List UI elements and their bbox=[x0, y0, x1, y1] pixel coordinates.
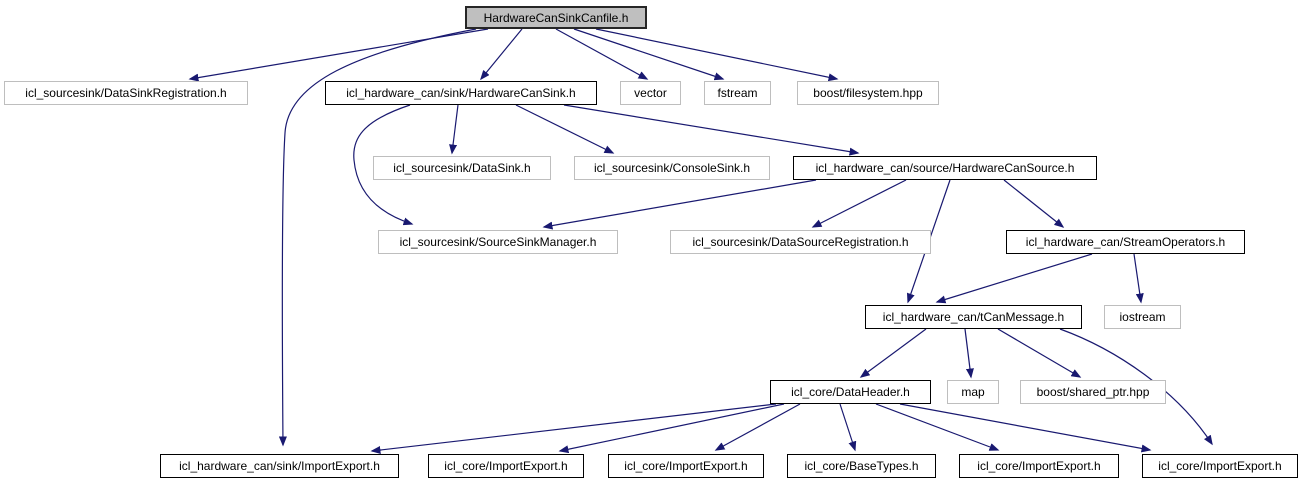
node-label: icl_core/DataHeader.h bbox=[791, 385, 910, 399]
node-dataheader[interactable]: icl_core/DataHeader.h bbox=[770, 380, 931, 404]
edge-tcanmessage-to-boost-shared-ptr bbox=[997, 328, 1082, 378]
edge-hardwarecansinkcanfile-to-vector bbox=[555, 28, 649, 80]
node-label: icl_core/ImportExport.h bbox=[624, 459, 748, 473]
edge-hardwarecansource-to-sourcesinkmanager bbox=[542, 179, 817, 230]
node-label: fstream bbox=[717, 86, 758, 100]
node-label: icl_sourcesink/DataSourceRegistration.h bbox=[692, 235, 909, 249]
node-label: vector bbox=[634, 86, 667, 100]
edge-hardwarecansinkcanfile-to-boost-filesystem bbox=[595, 28, 839, 82]
node-sourcesinkmanager: icl_sourcesink/SourceSinkManager.h bbox=[378, 230, 618, 254]
node-iostream: iostream bbox=[1104, 305, 1181, 329]
node-hardwarecansource[interactable]: icl_hardware_can/source/HardwareCanSourc… bbox=[793, 156, 1097, 180]
node-streamoperators[interactable]: icl_hardware_can/StreamOperators.h bbox=[1006, 230, 1245, 254]
edge-hardwarecansource-to-datasourceregistration bbox=[811, 179, 907, 228]
edge-dataheader-to-core-importexport-4 bbox=[899, 403, 1152, 453]
node-label: icl_core/ImportExport.h bbox=[977, 459, 1101, 473]
node-datasink: icl_sourcesink/DataSink.h bbox=[373, 156, 551, 180]
node-boost-shared-ptr: boost/shared_ptr.hpp bbox=[1020, 380, 1166, 404]
node-label: icl_core/ImportExport.h bbox=[1158, 459, 1282, 473]
node-fstream: fstream bbox=[704, 81, 771, 105]
node-hardwarecansink[interactable]: icl_hardware_can/sink/HardwareCanSink.h bbox=[325, 81, 597, 105]
edge-hardwarecansource-to-streamoperators bbox=[1003, 179, 1065, 228]
node-label: iostream bbox=[1119, 310, 1166, 324]
edge-streamoperators-to-tcanmessage bbox=[935, 253, 1093, 304]
edge-hardwarecansinkcanfile-to-fstream bbox=[573, 28, 725, 81]
node-label: HardwareCanSinkCanfile.h bbox=[483, 10, 629, 25]
node-label: icl_hardware_can/sink/HardwareCanSink.h bbox=[346, 86, 576, 100]
node-label: icl_sourcesink/SourceSinkManager.h bbox=[399, 235, 597, 249]
node-core-importexport-2[interactable]: icl_core/ImportExport.h bbox=[608, 454, 764, 478]
node-sink-importexport[interactable]: icl_hardware_can/sink/ImportExport.h bbox=[160, 454, 399, 478]
node-label: icl_hardware_can/tCanMessage.h bbox=[882, 310, 1065, 324]
node-label: icl_hardware_can/sink/ImportExport.h bbox=[179, 459, 380, 473]
node-basetypes[interactable]: icl_core/BaseTypes.h bbox=[787, 454, 936, 478]
node-datasourceregistration: icl_sourcesink/DataSourceRegistration.h bbox=[670, 230, 931, 254]
edge-hardwarecansink-to-datasink bbox=[449, 104, 459, 155]
edge-streamoperators-to-iostream bbox=[1133, 253, 1144, 304]
edge-dataheader-to-core-importexport-2 bbox=[714, 403, 801, 451]
node-label: boost/filesystem.hpp bbox=[813, 86, 923, 100]
node-map: map bbox=[947, 380, 999, 404]
edge-dataheader-to-sink-importexport bbox=[370, 403, 777, 454]
node-label: boost/shared_ptr.hpp bbox=[1036, 385, 1150, 399]
node-label: icl_core/BaseTypes.h bbox=[804, 459, 919, 473]
node-core-importexport-4[interactable]: icl_core/ImportExport.h bbox=[1142, 454, 1298, 478]
edge-hardwarecansink-to-consolesink bbox=[515, 104, 615, 154]
node-hardwarecansinkcanfile: HardwareCanSinkCanfile.h bbox=[465, 6, 647, 29]
node-label: icl_sourcesink/ConsoleSink.h bbox=[593, 161, 751, 175]
edge-hardwarecansinkcanfile-to-datasinkregistration bbox=[188, 28, 489, 82]
edge-hardwarecansink-to-hardwarecansource bbox=[563, 104, 860, 156]
edge-dataheader-to-core-importexport-1 bbox=[558, 403, 785, 454]
node-label: icl_hardware_can/source/HardwareCanSourc… bbox=[815, 161, 1075, 175]
node-vector: vector bbox=[620, 81, 681, 105]
node-core-importexport-1[interactable]: icl_core/ImportExport.h bbox=[428, 454, 584, 478]
node-tcanmessage[interactable]: icl_hardware_can/tCanMessage.h bbox=[865, 305, 1082, 329]
node-label: icl_sourcesink/DataSinkRegistration.h bbox=[25, 86, 227, 100]
edge-tcanmessage-to-map bbox=[964, 328, 974, 379]
node-label: icl_core/ImportExport.h bbox=[444, 459, 568, 473]
edge-dataheader-to-core-importexport-3 bbox=[875, 403, 1000, 451]
edge-hardwarecansinkcanfile-to-hardwarecansink bbox=[480, 28, 523, 81]
node-datasinkregistration: icl_sourcesink/DataSinkRegistration.h bbox=[4, 81, 248, 105]
node-consolesink: icl_sourcesink/ConsoleSink.h bbox=[574, 156, 770, 180]
edge-dataheader-to-basetypes bbox=[839, 403, 857, 452]
node-label: icl_sourcesink/DataSink.h bbox=[393, 161, 531, 175]
node-label: map bbox=[961, 385, 985, 399]
node-core-importexport-3[interactable]: icl_core/ImportExport.h bbox=[959, 454, 1119, 478]
node-label: icl_hardware_can/StreamOperators.h bbox=[1025, 235, 1226, 249]
node-boost-filesystem: boost/filesystem.hpp bbox=[797, 81, 939, 105]
edge-tcanmessage-to-dataheader bbox=[859, 328, 927, 378]
